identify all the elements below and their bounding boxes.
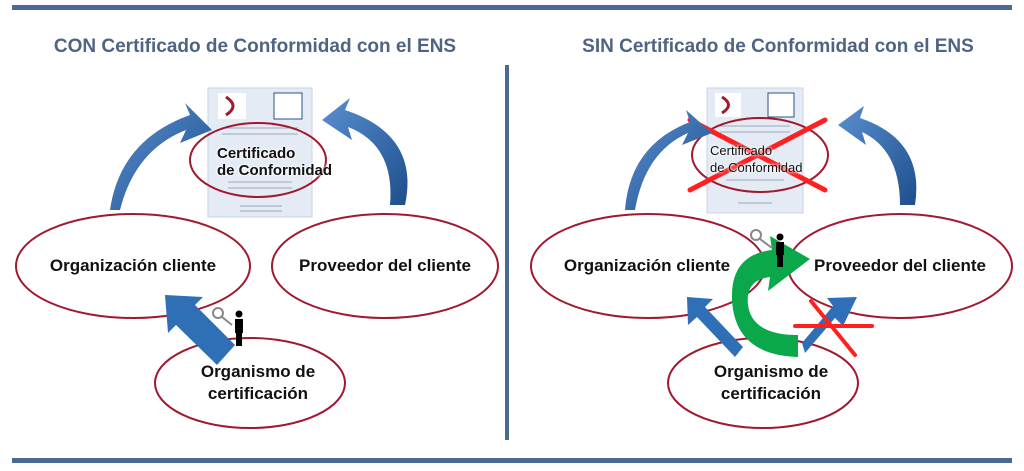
right-certificate-ellipse bbox=[691, 117, 829, 193]
right-green-bypass-arrow bbox=[731, 236, 810, 357]
left-client-ellipse bbox=[15, 213, 251, 319]
left-certificate-label-line1: Certificado bbox=[217, 145, 296, 162]
bottom-bar bbox=[12, 458, 1012, 463]
left-provider-ellipse bbox=[271, 213, 499, 319]
right-certificate-label-line1: Certificado bbox=[710, 143, 773, 158]
right-panel-title: SIN Certificado de Conformidad con el EN… bbox=[582, 36, 974, 57]
left-certifier-line1: Organismo de bbox=[200, 362, 316, 381]
left-certificate-ellipse bbox=[189, 122, 327, 198]
right-auditor-icon bbox=[750, 229, 784, 267]
right-certifier-line2: certificación bbox=[720, 384, 822, 403]
right-certificate-label: Certificado de Conformidad bbox=[710, 142, 803, 176]
left-certifier-label: Organismo de certificación bbox=[201, 361, 315, 405]
left-certificate-document bbox=[207, 87, 313, 218]
left-certificate-label: Certificado de Conformidad bbox=[217, 145, 332, 179]
right-client-label: Organización cliente bbox=[563, 256, 731, 275]
top-bar bbox=[12, 5, 1012, 10]
right-certificate-label-line2: de Conformidad bbox=[710, 160, 803, 175]
left-certifier-line2: certificación bbox=[207, 384, 309, 403]
left-provider-label: Proveedor del cliente bbox=[299, 256, 471, 275]
left-client-label: Organización cliente bbox=[49, 256, 217, 275]
left-panel-title: CON Certificado de Conformidad con el EN… bbox=[53, 36, 457, 57]
divider bbox=[505, 65, 509, 440]
left-arrow-cert-to-client bbox=[110, 103, 212, 210]
right-certifier-label: Organismo de certificación bbox=[714, 361, 828, 405]
left-arrow-provider-to-cert bbox=[322, 98, 408, 205]
left-certificate-label-line2: de Conformidad bbox=[217, 162, 332, 179]
right-certifier-line1: Organismo de bbox=[713, 362, 829, 381]
right-arrow-certifier-to-provider bbox=[802, 297, 857, 353]
right-arrow-provider-to-cert bbox=[838, 106, 917, 205]
left-arrow-certifier-to-client bbox=[165, 295, 235, 365]
right-certificate-cross bbox=[687, 117, 828, 193]
right-arrow-certifier-to-client bbox=[687, 297, 743, 357]
left-certifier-ellipse bbox=[154, 337, 346, 429]
right-provider-label: Proveedor del cliente bbox=[814, 256, 986, 275]
left-auditor-icon bbox=[212, 307, 243, 346]
right-arrow-cert-to-client bbox=[625, 110, 712, 210]
right-provider-arrow-cross bbox=[793, 299, 874, 357]
